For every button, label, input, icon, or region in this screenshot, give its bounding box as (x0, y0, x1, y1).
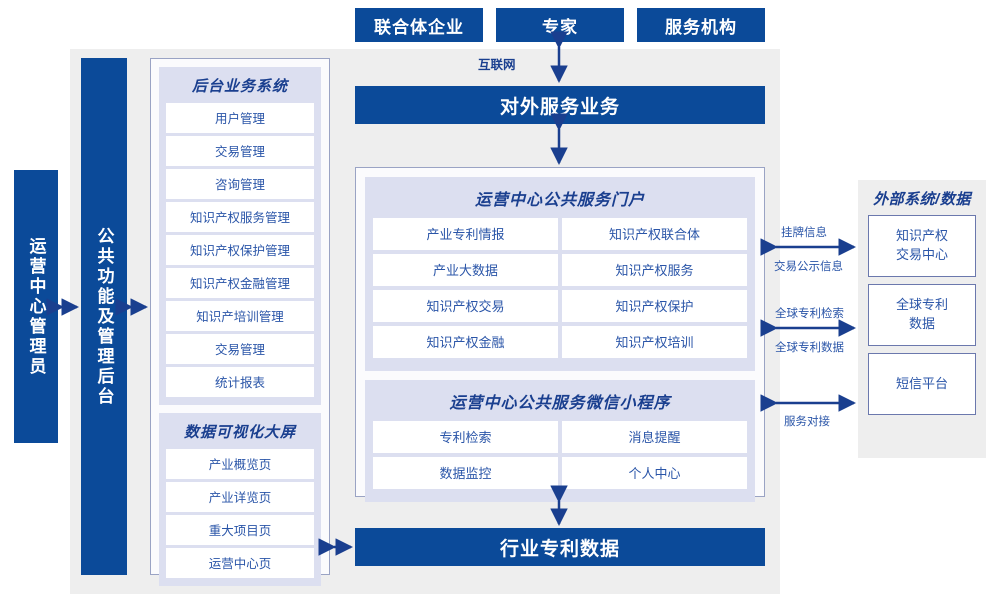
rail-common-functions-backend[interactable]: 公共功能及管理后台 (81, 58, 127, 575)
data-visualization-panel: 数据可视化大屏 产业概览页 产业详览页 重大项目页 运营中心页 (159, 413, 321, 586)
portal-item[interactable]: 知识产权保护 (562, 290, 747, 322)
public-service-portal-grid: 产业专利情报 知识产权联合体 产业大数据 知识产权服务 知识产权交易 知识产权保… (373, 218, 747, 362)
external-systems-title: 外部系统/数据 (873, 191, 971, 208)
external-service-business-label: 对外服务业务 (499, 96, 620, 118)
operations-center-services-column: 运营中心公共服务门户 产业专利情报 知识产权联合体 产业大数据 知识产权服务 知… (355, 167, 765, 502)
external-box-global-patent-data[interactable]: 全球专利数据 (868, 284, 976, 346)
actor-expert[interactable]: 专家 (496, 8, 624, 42)
back-office-column: 后台业务系统 用户管理 交易管理 咨询管理 知识产权服务管理 知识产权保护管理 … (150, 58, 330, 586)
caption-internet: 互联网 (478, 58, 516, 72)
industry-patent-data-bar[interactable]: 行业专利数据 (355, 528, 765, 566)
actor-label: 服务机构 (665, 17, 737, 37)
caption-service-docking: 服务对接 (784, 416, 830, 428)
actor-consortium-enterprise[interactable]: 联合体企业 (355, 8, 483, 42)
dataviz-item[interactable]: 产业概览页 (166, 449, 314, 479)
caption-global-patent-search: 全球专利检索 (775, 308, 844, 320)
portal-item[interactable]: 产业大数据 (373, 254, 558, 286)
portal-item[interactable]: 知识产权服务 (562, 254, 747, 286)
miniprogram-item[interactable]: 个人中心 (562, 457, 747, 489)
back-office-item[interactable]: 知识产权保护管理 (166, 235, 314, 265)
miniprogram-item[interactable]: 消息提醒 (562, 421, 747, 453)
dataviz-item[interactable]: 重大项目页 (166, 515, 314, 545)
back-office-item[interactable]: 知识产权服务管理 (166, 202, 314, 232)
caption-listing-info: 挂牌信息 (781, 227, 827, 239)
dataviz-item[interactable]: 运营中心页 (166, 548, 314, 578)
actor-label: 专家 (542, 17, 578, 37)
dataviz-item[interactable]: 产业详览页 (166, 482, 314, 512)
back-office-system-panel: 后台业务系统 用户管理 交易管理 咨询管理 知识产权服务管理 知识产权保护管理 … (159, 67, 321, 405)
miniprogram-item[interactable]: 数据监控 (373, 457, 558, 489)
rail-operations-center-admin[interactable]: 运营中心管理员 (14, 170, 58, 443)
back-office-item[interactable]: 用户管理 (166, 103, 314, 133)
actor-label: 联合体企业 (374, 17, 464, 37)
miniprogram-item[interactable]: 专利检索 (373, 421, 558, 453)
wechat-miniprogram-panel: 运营中心公共服务微信小程序 专利检索 消息提醒 数据监控 个人中心 (365, 380, 755, 502)
wechat-miniprogram-title: 运营中心公共服务微信小程序 (449, 395, 671, 412)
external-box-label: 短信平台 (895, 375, 948, 391)
external-box-ip-trading-center[interactable]: 知识产权交易中心 (868, 215, 976, 277)
external-box-label: 全球专利数据 (895, 297, 948, 331)
back-office-item[interactable]: 咨询管理 (166, 169, 314, 199)
data-visualization-title: 数据可视化大屏 (183, 424, 296, 441)
caption-transaction-public-info: 交易公示信息 (774, 261, 843, 273)
back-office-item[interactable]: 统计报表 (166, 367, 314, 397)
back-office-item[interactable]: 交易管理 (166, 136, 314, 166)
external-systems-panel: 外部系统/数据 知识产权交易中心 全球专利数据 短信平台 (858, 180, 986, 458)
portal-item[interactable]: 知识产权培训 (562, 326, 747, 358)
rail-admin-label: 运营中心管理员 (26, 236, 46, 377)
back-office-item[interactable]: 交易管理 (166, 334, 314, 364)
portal-item[interactable]: 知识产权联合体 (562, 218, 747, 250)
portal-item[interactable]: 知识产权交易 (373, 290, 558, 322)
portal-item[interactable]: 产业专利情报 (373, 218, 558, 250)
back-office-item[interactable]: 知识产权金融管理 (166, 268, 314, 298)
industry-patent-data-label: 行业专利数据 (499, 538, 620, 560)
external-service-business-bar[interactable]: 对外服务业务 (355, 86, 765, 124)
wechat-miniprogram-grid: 专利检索 消息提醒 数据监控 个人中心 (373, 421, 747, 493)
public-service-portal-panel: 运营中心公共服务门户 产业专利情报 知识产权联合体 产业大数据 知识产权服务 知… (365, 177, 755, 371)
caption-global-patent-data: 全球专利数据 (775, 342, 844, 354)
external-box-sms-platform[interactable]: 短信平台 (868, 353, 976, 415)
actor-service-organization[interactable]: 服务机构 (637, 8, 765, 42)
back-office-item[interactable]: 知识产培训管理 (166, 301, 314, 331)
external-box-label: 知识产权交易中心 (895, 228, 948, 262)
external-actors-row: 联合体企业 专家 服务机构 (355, 8, 765, 42)
public-service-portal-title: 运营中心公共服务门户 (474, 192, 645, 209)
portal-item[interactable]: 知识产权金融 (373, 326, 558, 358)
back-office-system-title: 后台业务系统 (191, 78, 288, 95)
rail-common-label: 公共功能及管理后台 (94, 226, 114, 407)
